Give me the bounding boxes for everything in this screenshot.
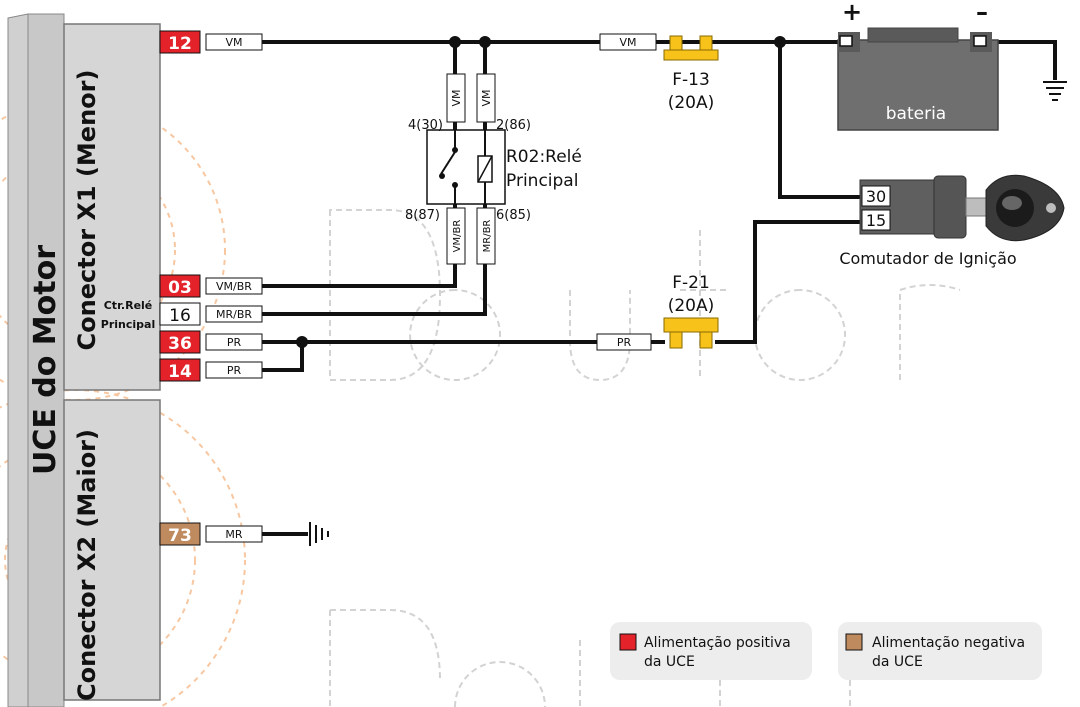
ignition-label: Comutador de Ignição bbox=[839, 249, 1016, 268]
pin-wire-label: MR/BR bbox=[216, 308, 252, 321]
connector-x2-label: Conector X2 (Maior) bbox=[73, 429, 101, 701]
relay-name: R02:Relé bbox=[506, 147, 582, 167]
pin-badge bbox=[159, 274, 201, 298]
legend-negative-label: Alimentação negativa bbox=[872, 635, 1025, 651]
pin-14: 14 PR bbox=[159, 358, 263, 382]
ground-symbols bbox=[309, 81, 1067, 546]
pin-12: 12 VM bbox=[159, 30, 263, 54]
fuse-f13-rating: (20A) bbox=[668, 93, 715, 113]
pin-number: 14 bbox=[168, 362, 192, 382]
pin-wire-box bbox=[205, 361, 263, 379]
pin-badge bbox=[159, 522, 201, 546]
pin-wire-label: PR bbox=[227, 364, 242, 377]
junctions bbox=[296, 36, 786, 348]
pin-number: 16 bbox=[169, 306, 191, 326]
ctrl-relay-label-2: Principal bbox=[101, 318, 155, 331]
legend-negative-label-2: da UCE bbox=[872, 654, 923, 670]
relay-name-2: Principal bbox=[506, 171, 578, 191]
ignition-switch bbox=[859, 174, 1065, 242]
battery bbox=[837, 27, 999, 131]
relay bbox=[426, 129, 506, 205]
pin-wire-box bbox=[205, 305, 263, 323]
relay-wire-labels: VM VM VM/BR MR/BR bbox=[446, 73, 496, 265]
relay-terminal-85: 6(85) bbox=[496, 208, 531, 223]
fuse-f21 bbox=[663, 317, 719, 349]
pin-wire-label: MR bbox=[225, 528, 242, 541]
pin-73: 73 MR bbox=[159, 522, 263, 546]
battery-plus: + bbox=[842, 0, 862, 26]
connector-x1-label: Conector X1 (Menor) bbox=[73, 70, 101, 351]
pin-wire-label: VM bbox=[225, 36, 242, 49]
pin-badge bbox=[159, 330, 201, 354]
pin-16: 16 MR/BR bbox=[159, 302, 263, 326]
pin-badge bbox=[159, 302, 201, 326]
pin-wire-box bbox=[205, 277, 263, 295]
legend: Alimentação positiva da UCE Alimentação … bbox=[610, 622, 1042, 680]
pin-number: 36 bbox=[168, 334, 192, 354]
pin-number: 73 bbox=[168, 526, 192, 546]
relay-wire-85: MR/BR bbox=[482, 220, 493, 253]
battery-minus: – bbox=[976, 0, 988, 26]
ignition-terminal-30: 30 bbox=[866, 187, 886, 206]
ecu-block bbox=[7, 13, 161, 707]
relay-terminal-86: 2(86) bbox=[496, 118, 531, 133]
pin-36: 36 PR bbox=[159, 330, 263, 354]
pin-number: 03 bbox=[168, 278, 192, 298]
ctrl-relay-label: Ctr.Relé bbox=[104, 299, 153, 312]
relay-wire-87: VM/BR bbox=[452, 220, 463, 253]
fuse-f13-wire: VM bbox=[619, 36, 636, 49]
relay-terminal-87: 8(87) bbox=[405, 208, 440, 223]
pin-badge bbox=[159, 358, 201, 382]
pin-number: 12 bbox=[168, 34, 192, 54]
ecu-title: UCE do Motor bbox=[28, 245, 63, 475]
relay-wire-86: VM bbox=[480, 89, 493, 106]
watermark bbox=[329, 209, 961, 707]
pin-wire-box bbox=[205, 333, 263, 351]
pin-wire-label: VM/BR bbox=[216, 280, 252, 293]
fuse-f21-rating: (20A) bbox=[668, 296, 715, 316]
pin-wire-box bbox=[205, 525, 263, 543]
pin-03: 03 VM/BR bbox=[159, 274, 263, 298]
relay-wire-30: VM bbox=[450, 89, 463, 106]
pin-wire-label: PR bbox=[227, 336, 242, 349]
legend-positive-label-2: da UCE bbox=[644, 654, 695, 670]
fuse-f21-name: F-21 bbox=[672, 273, 710, 293]
pin-wire-box bbox=[205, 33, 263, 51]
fuse-f21-wire: PR bbox=[617, 336, 632, 349]
ignition-terminal-15: 15 bbox=[866, 211, 886, 230]
fuse-f13-name: F-13 bbox=[672, 70, 710, 90]
relay-terminal-30: 4(30) bbox=[408, 118, 443, 133]
battery-label: bateria bbox=[886, 104, 946, 124]
fuse-f13 bbox=[663, 35, 719, 61]
pin-badge bbox=[159, 30, 201, 54]
legend-swatch-positive bbox=[619, 633, 637, 651]
legend-positive-label: Alimentação positiva bbox=[644, 635, 791, 651]
legend-swatch-negative bbox=[845, 633, 863, 651]
